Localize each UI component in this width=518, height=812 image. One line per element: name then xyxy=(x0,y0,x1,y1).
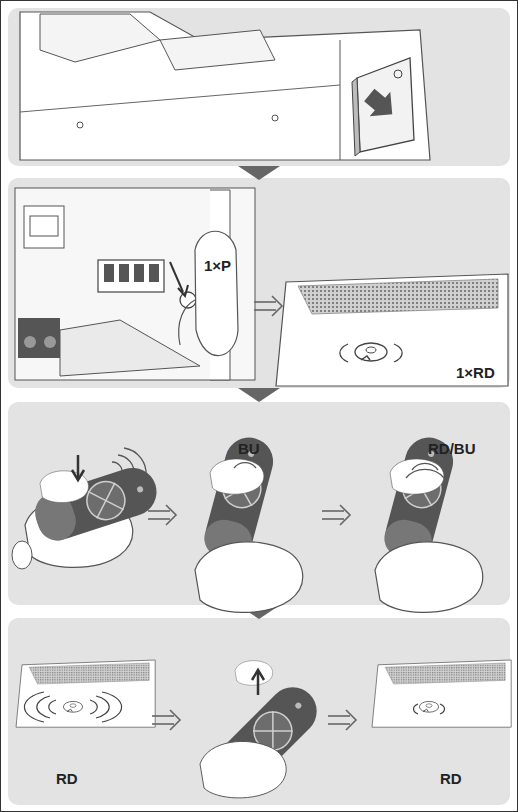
step-label: 1×P xyxy=(204,257,231,275)
step-label: RD/BU xyxy=(428,440,476,458)
step-label: BU xyxy=(238,440,260,458)
step-label: RD xyxy=(56,770,78,788)
step-label: 1×RD xyxy=(456,364,495,382)
step-label: RD xyxy=(440,770,462,788)
